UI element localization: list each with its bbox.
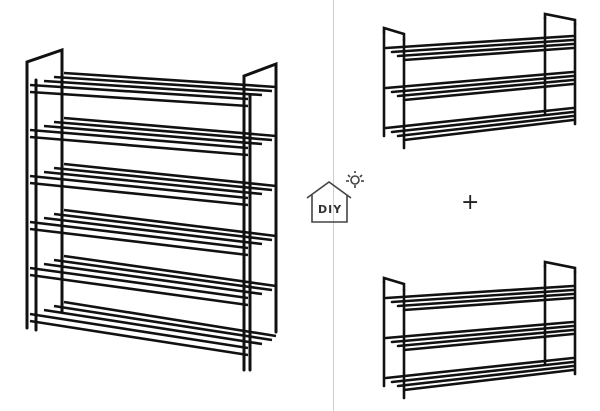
diy-label: DIY	[318, 203, 343, 216]
divider-line	[333, 0, 334, 411]
house-lightbulb-icon	[306, 171, 364, 223]
rack-shelves-left	[29, 71, 277, 357]
plus-sign: +	[461, 190, 480, 215]
